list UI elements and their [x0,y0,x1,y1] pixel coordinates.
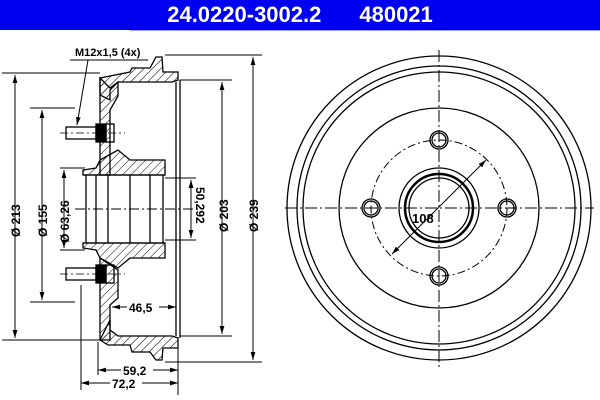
header-bar: 24.0220-3002.2 480021 [0,0,600,30]
dim-braking-surface: Ø 203 [217,199,231,232]
dim-total-height: 72,2 [112,377,136,391]
cross-section-view [60,56,200,361]
dim-drum-depth: 59,2 [123,364,147,378]
dimension-lines [2,54,262,395]
header-divider [130,30,600,31]
dim-braking-depth: 46,5 [129,301,153,315]
dim-hub-bore: Ø 63,26 [58,200,72,243]
front-view [285,50,594,368]
pitch-circle-label: 108 [412,211,434,226]
dim-bolt-circle: Ø 155 [36,204,50,237]
dim-inner-bore: 50,292 [193,187,207,224]
dim-outer-flange: Ø 213 [9,204,23,237]
part-number: 24.0220-3002.2 [167,2,322,27]
reference-number: 480021 [359,2,433,27]
dim-outer-diameter: Ø 239 [247,199,261,232]
thread-label: M12x1,5 (4x) [75,47,141,59]
